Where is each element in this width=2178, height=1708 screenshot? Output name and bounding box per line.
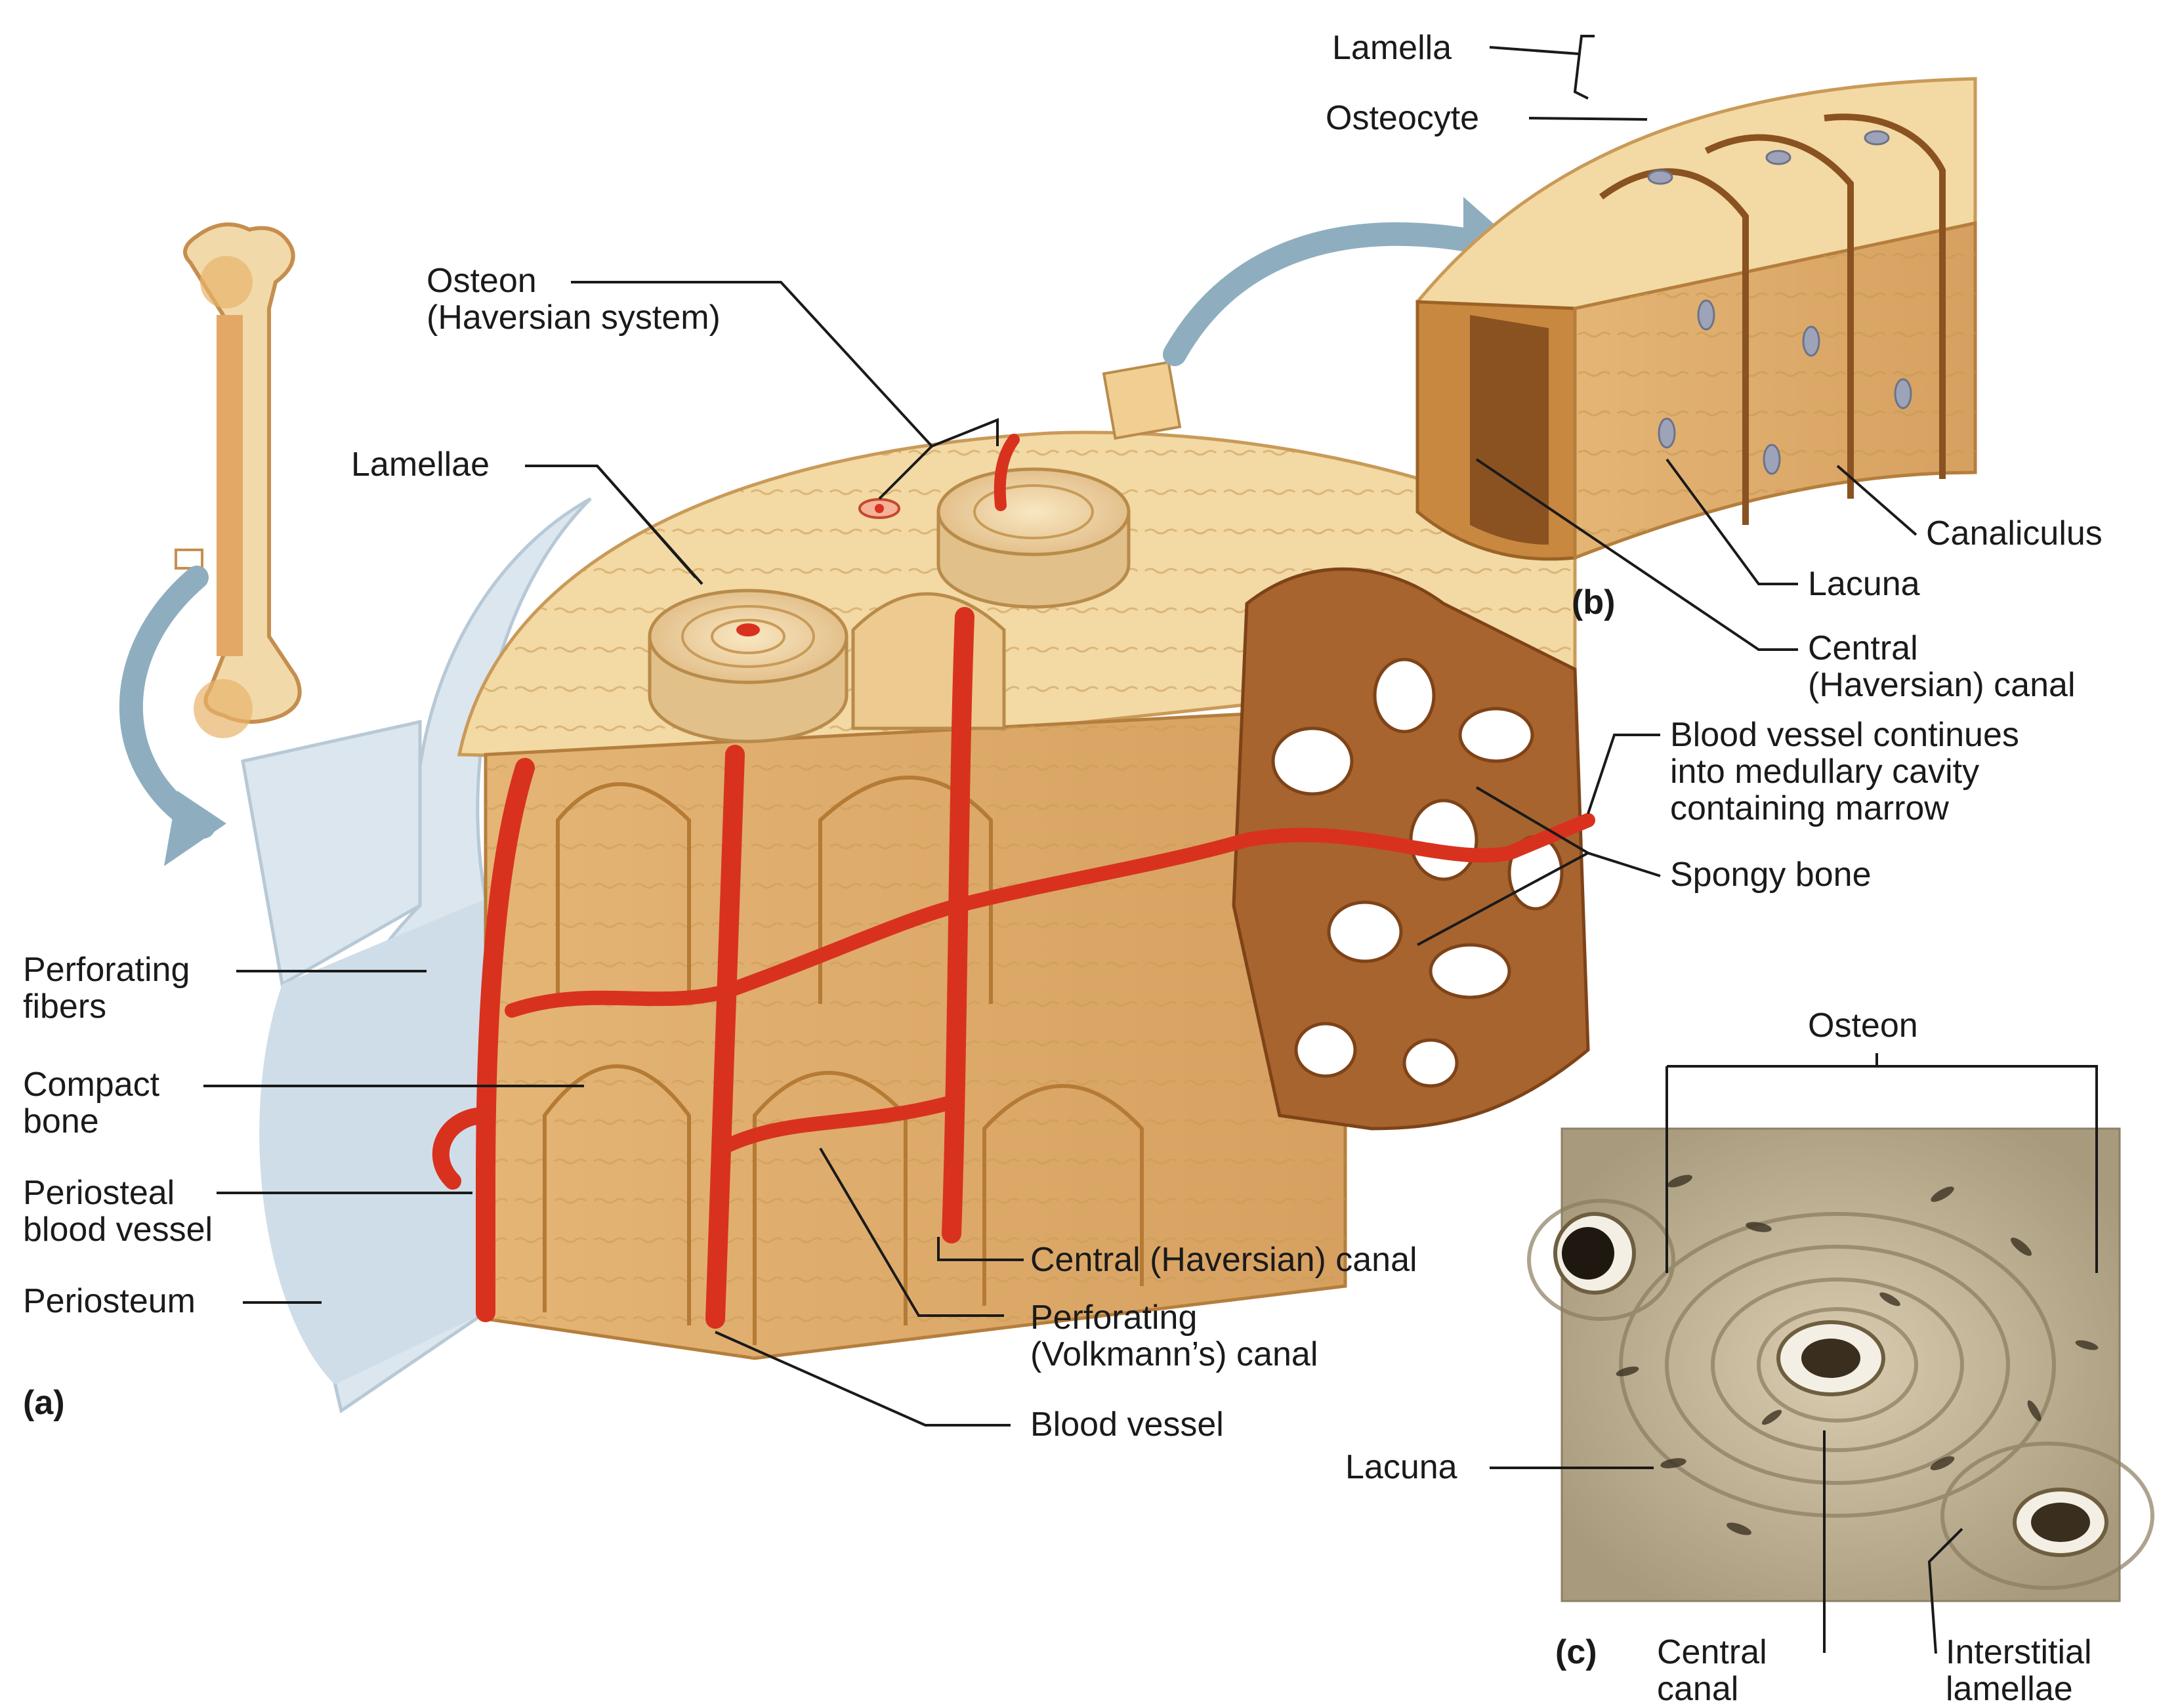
label-perforating-fibers: Perforating fibers [23, 951, 190, 1025]
zoom-arrow-a [131, 577, 203, 827]
label-blood-vessel: Blood vessel [1030, 1406, 1224, 1443]
label-osteon-haversian-system: Osteon (Haversian system) [427, 262, 721, 336]
label-periosteal-blood-vessel: Periosteal blood vessel [23, 1175, 213, 1248]
label-compact-bone: Compact bone [23, 1066, 159, 1140]
label-lacuna-b: Lacuna [1808, 566, 1920, 602]
label-canaliculus: Canaliculus [1926, 515, 2103, 552]
label-spongy-bone: Spongy bone [1670, 856, 1872, 893]
panel-a-label: (a) [23, 1385, 65, 1421]
label-osteocyte: Osteocyte [1326, 100, 1479, 136]
label-lamellae: Lamellae [351, 446, 490, 483]
label-central-haversian-canal-a: Central (Haversian) canal [1030, 1241, 1417, 1278]
label-lamella: Lamella [1332, 30, 1452, 66]
label-periosteum: Periosteum [23, 1283, 196, 1320]
label-interstitial-lamellae: Interstitial lamellae [1946, 1634, 2092, 1707]
label-blood-vessel-continues: Blood vessel continues into medullary ca… [1670, 717, 2019, 827]
long-bone-thumbnail [176, 224, 300, 738]
label-central-canal-c: Central canal [1657, 1634, 1767, 1707]
label-central-haversian-canal-b: Central (Haversian) canal [1808, 630, 2076, 703]
label-lacuna-c: Lacuna [1345, 1449, 1457, 1486]
panel-c-label: (c) [1555, 1634, 1597, 1671]
label-osteon-c: Osteon [1808, 1007, 1918, 1044]
panel-b-label: (b) [1572, 584, 1615, 621]
label-perforating-volkmanns-canal: Perforating (Volkmann’s) canal [1030, 1299, 1318, 1373]
panel-c-micrograph [1529, 1129, 2152, 1601]
panel-b-wedge [1417, 79, 1975, 559]
